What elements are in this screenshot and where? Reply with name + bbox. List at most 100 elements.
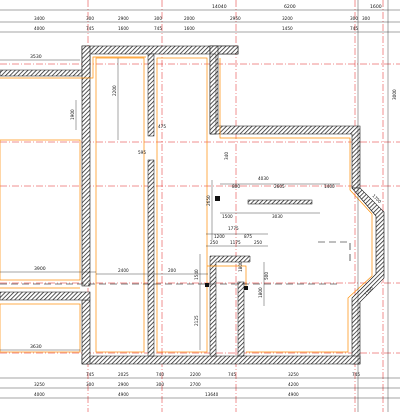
- bottom-dim-1-7: 745: [352, 372, 360, 377]
- bottom-dim-2-4: 300: [156, 382, 164, 387]
- dim-stair-c: 340: [224, 152, 229, 160]
- top-dim-3-1: 4000: [34, 26, 45, 31]
- dim-right-4b: 3030: [272, 214, 283, 219]
- dim-vert-4: 2125: [194, 315, 199, 326]
- bottom-dim-3-2: 4900: [118, 392, 129, 397]
- wall-right-upper: [209, 45, 361, 189]
- interior-walls: [147, 53, 313, 357]
- finish-left-bottom: [0, 303, 81, 353]
- wall-int-v3: [209, 53, 217, 135]
- top-dim-2-9: 300: [362, 16, 370, 21]
- top-dim-1-3: 1600: [370, 4, 382, 10]
- wall-int-v2: [147, 159, 155, 357]
- hidden-lines: [0, 241, 351, 285]
- dim-vert-1: 1900: [70, 109, 75, 120]
- bottom-dim-1-1: 745: [86, 372, 94, 377]
- dim-diag-1: 1700: [371, 193, 382, 204]
- top-dimensions: 14040 6200 1600 3400 300 2900 300 2000 2…: [34, 4, 382, 31]
- top-dim-2-5: 2000: [184, 16, 195, 21]
- column-3: [244, 286, 248, 290]
- dim-stair-a: 475: [158, 124, 166, 129]
- exterior-walls: [0, 45, 385, 365]
- dim-corridor-gap: 200: [168, 268, 176, 273]
- finish-right: [219, 58, 373, 353]
- bottom-dim-1-3: 740: [156, 372, 164, 377]
- dim-left-room-1: 3530: [30, 54, 42, 60]
- bottom-dim-2-2: 300: [86, 382, 94, 387]
- finish-left-room: [0, 139, 81, 281]
- dim-right-edge: 3000: [392, 89, 397, 100]
- bottom-dim-2-3: 2900: [118, 382, 129, 387]
- top-dim-3-2: 745: [86, 26, 94, 31]
- dim-left-room-3: 3630: [30, 344, 42, 350]
- dim-stair-b: 595: [138, 150, 146, 155]
- column-2: [205, 283, 209, 287]
- bottom-dim-1-2: 2025: [118, 372, 129, 377]
- dim-right-7a: 250: [210, 240, 218, 245]
- bottom-dim-3-3: 13640: [205, 392, 219, 397]
- finish-outlines: [0, 56, 373, 353]
- top-dim-3-4: 745: [154, 26, 162, 31]
- dim-right-6a: 1200: [214, 234, 225, 239]
- dim-vert-2: 2200: [112, 85, 117, 96]
- hidden-line-2: [318, 241, 351, 262]
- bottom-dim-3-4: 4900: [288, 392, 299, 397]
- dim-right-8: 1800: [238, 261, 243, 272]
- dim-right-2a: 800: [232, 184, 240, 189]
- wall-top-left: [0, 45, 239, 77]
- dim-diag-2: 1700: [363, 285, 374, 296]
- bottom-dim-2-1: 3250: [34, 382, 45, 387]
- dim-right-4a: 1500: [222, 214, 233, 219]
- wall-int-h1: [247, 199, 313, 205]
- top-dim-2-6: 2950: [230, 16, 241, 21]
- top-dim-1-1: 14040: [212, 4, 227, 10]
- dim-left-room-2: 3900: [34, 266, 46, 272]
- wall-bottom: [81, 355, 361, 365]
- finish-room-narrow: [156, 57, 208, 353]
- bottom-dimensions: 745 2025 740 2200 745 3250 745 3250 300 …: [34, 372, 360, 397]
- dim-corridor-w: 2400: [118, 268, 129, 273]
- wall-int-v4: [237, 281, 245, 357]
- bottom-dim-1-4: 2200: [190, 372, 201, 377]
- interior-dimensions: 3530 3900 3630 1900 2200 1540 2125 1800 …: [30, 54, 397, 350]
- bottom-dim-2-6: 4200: [288, 382, 299, 387]
- dim-vert-5: 1800: [258, 287, 263, 298]
- wall-left-upper: [81, 45, 91, 287]
- dim-right-2c: 1400: [324, 184, 335, 189]
- finish-line-1: [0, 56, 146, 79]
- dim-right-5: 1775: [228, 226, 239, 231]
- dim-right-2b: 2605: [274, 184, 285, 189]
- wall-int-v1: [147, 53, 155, 137]
- top-dim-1-2: 6200: [284, 4, 296, 10]
- dim-right-1: 4030: [258, 176, 269, 181]
- top-dim-2-7: 3200: [282, 16, 293, 21]
- bottom-dim-1-5: 745: [228, 372, 236, 377]
- columns: [205, 196, 248, 290]
- dim-vert-3: 1540: [194, 269, 199, 280]
- top-dim-3-7: 745: [350, 26, 358, 31]
- wall-left-lower: [81, 299, 91, 365]
- dim-right-9: 500: [264, 272, 269, 280]
- bottom-dim-1-6: 3250: [288, 372, 299, 377]
- dim-right-7b: 1175: [230, 240, 241, 245]
- dim-right-6b: 875: [244, 234, 252, 239]
- top-dim-2-4: 300: [154, 16, 162, 21]
- top-dim-3-3: 1600: [118, 26, 129, 31]
- top-dim-2-2: 300: [86, 16, 94, 21]
- top-dim-2-1: 3400: [34, 16, 45, 21]
- wall-right-chamfer: [351, 187, 385, 365]
- top-dim-3-6: 1450: [282, 26, 293, 31]
- finish-room-corridor: [95, 57, 145, 353]
- top-dim-2-3: 2900: [118, 16, 129, 21]
- bottom-dim-2-5: 2700: [190, 382, 201, 387]
- dim-right-3: 2650: [206, 195, 211, 206]
- top-dim-2-8: 300: [350, 16, 358, 21]
- column-1: [215, 196, 220, 201]
- finish-stair: [207, 265, 247, 286]
- top-dim-3-5: 1600: [184, 26, 195, 31]
- dim-right-7c: 250: [254, 240, 262, 245]
- wall-left-bottom-ext: [0, 291, 91, 301]
